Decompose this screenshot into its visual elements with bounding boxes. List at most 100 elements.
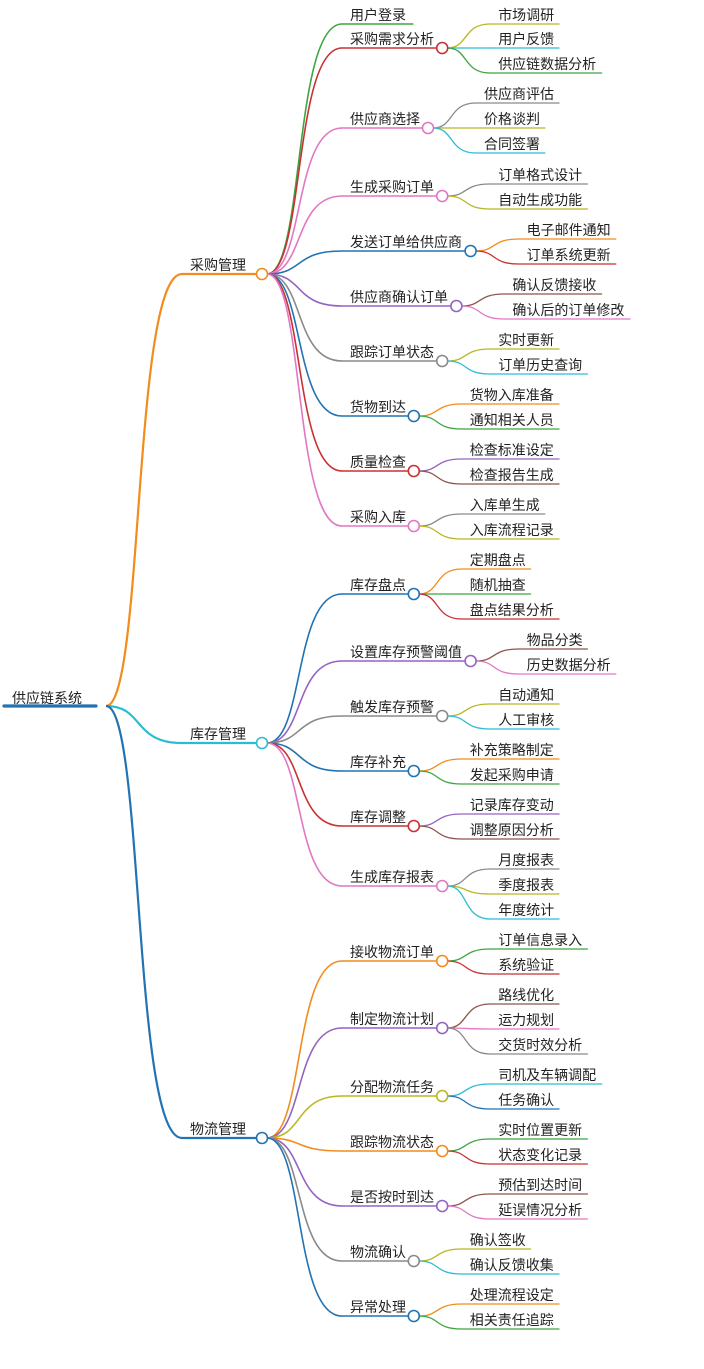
topic-toggle-node[interactable]: [435, 954, 449, 968]
topic-toggle-node[interactable]: [435, 1021, 449, 1035]
topic-connector: [266, 715, 343, 744]
subtopic-connector: [447, 195, 491, 210]
subtopic-label: 处理流程设定: [470, 1288, 554, 1304]
subtopic-label: 用户反馈: [498, 31, 554, 48]
subtopic-label: 随机抽查: [470, 578, 526, 594]
topic-toggle-node[interactable]: [407, 1309, 421, 1323]
topic-label: 跟踪订单状态: [350, 345, 434, 361]
subtopic-label: 通知相关人员: [470, 412, 554, 429]
topic-connector: [266, 273, 343, 307]
topic-label: 库存盘点: [350, 577, 406, 594]
subtopic-label: 交货时效分析: [498, 1037, 582, 1054]
subtopic-label: 定期盘点: [470, 552, 526, 569]
subtopic-label: 延误情况分析: [498, 1203, 582, 1219]
topic-toggle-node[interactable]: [435, 709, 449, 723]
subtopic-connector: [418, 813, 462, 827]
subtopic-label: 运力规划: [498, 1013, 554, 1029]
subtopic-label: 状态变化记录: [498, 1148, 582, 1164]
subtopic-label: 确认后的订单修改: [512, 303, 624, 319]
subtopic-label: 市场调研: [498, 7, 554, 24]
topic-connector: [266, 195, 343, 275]
topic-toggle-node[interactable]: [435, 189, 449, 203]
topic-connector: [266, 1095, 343, 1139]
branch-label: 采购管理: [190, 258, 246, 274]
topic-label: 发送订单给供应商: [350, 234, 462, 251]
branch-connector: [105, 704, 183, 745]
subtopic-connector: [475, 660, 519, 675]
topic-toggle-node[interactable]: [435, 41, 449, 55]
subtopic-connector: [418, 470, 462, 485]
topic-toggle-node[interactable]: [464, 244, 477, 258]
topic-toggle-node[interactable]: [407, 764, 421, 778]
subtopic-label: 自动通知: [498, 687, 554, 704]
topic-label: 库存调整: [350, 810, 406, 826]
topic-label: 质量检查: [350, 455, 406, 471]
topic-toggle-node[interactable]: [407, 519, 421, 533]
subtopic-label: 电子邮件通知: [527, 222, 611, 239]
subtopic-label: 相关责任追踪: [470, 1313, 554, 1329]
subtopic-connector: [447, 1083, 491, 1097]
branch-toggle-node[interactable]: [255, 267, 269, 281]
subtopic-label: 供应商评估: [484, 86, 554, 103]
topic-connector: [266, 1137, 343, 1152]
topic-label: 供应商确认订单: [350, 289, 448, 306]
subtopic-label: 司机及车辆调配: [498, 1067, 596, 1084]
branch-connector: [105, 704, 183, 1140]
subtopic-label: 入库单生成: [470, 498, 540, 514]
topic-label: 用户登录: [350, 7, 406, 24]
subtopic-connector: [432, 102, 477, 129]
subtopic-connector: [418, 1315, 462, 1330]
subtopic-label: 盘点结果分析: [470, 602, 554, 619]
topic-connector: [266, 250, 343, 275]
subtopic-connector: [447, 1205, 491, 1220]
topic-toggle-node[interactable]: [435, 1089, 449, 1103]
topic-toggle-node[interactable]: [435, 1144, 449, 1158]
subtopic-label: 订单格式设计: [498, 168, 582, 184]
subtopic-label: 供应链数据分析: [498, 56, 596, 73]
topic-toggle-node[interactable]: [407, 1254, 421, 1268]
topic-connector: [266, 1027, 343, 1139]
topic-label: 接收物流订单: [350, 944, 434, 961]
subtopic-connector: [447, 348, 491, 362]
branch-toggle-node[interactable]: [255, 1131, 269, 1145]
topic-toggle-node[interactable]: [435, 354, 449, 368]
subtopic-connector: [461, 305, 505, 320]
subtopic-connector: [447, 1138, 491, 1152]
subtopic-connector: [447, 360, 491, 375]
subtopic-connector: [475, 250, 519, 265]
label-layer: 供应链系统采购管理用户登录采购需求分析市场调研用户反馈供应链数据分析供应商选择供…: [12, 7, 624, 1329]
topic-toggle-node[interactable]: [407, 464, 421, 478]
topic-connector: [266, 1137, 343, 1262]
subtopic-label: 系统验证: [498, 958, 554, 974]
topic-label: 跟踪物流状态: [350, 1135, 434, 1151]
subtopic-connector: [418, 403, 462, 417]
branch-label: 库存管理: [190, 727, 246, 743]
topic-toggle-node[interactable]: [435, 1199, 449, 1213]
subtopic-connector: [447, 23, 491, 49]
subtopic-connector: [447, 948, 491, 962]
subtopic-connector: [447, 715, 491, 730]
topic-label: 是否按时到达: [350, 1190, 434, 1206]
subtopic-label: 合同签署: [484, 136, 540, 153]
subtopic-connector: [447, 47, 491, 74]
topic-toggle-node[interactable]: [421, 121, 435, 135]
topic-toggle-node[interactable]: [450, 299, 463, 313]
topic-connector: [266, 1137, 343, 1317]
topic-toggle-node[interactable]: [435, 879, 449, 893]
topic-toggle-node[interactable]: [407, 409, 421, 423]
topic-toggle-node[interactable]: [464, 654, 477, 668]
subtopic-connector: [418, 1248, 462, 1262]
subtopic-connector: [432, 127, 477, 154]
subtopic-label: 订单信息录入: [498, 932, 582, 949]
topic-label: 生成采购订单: [350, 180, 434, 196]
topic-toggle-node[interactable]: [407, 819, 421, 833]
branch-toggle-node[interactable]: [255, 736, 269, 750]
subtopic-label: 人工审核: [498, 713, 554, 729]
topic-connector: [266, 273, 343, 527]
topic-connector: [266, 742, 343, 827]
subtopic-connector: [447, 1095, 491, 1110]
topic-connector: [266, 660, 343, 744]
subtopic-label: 实时位置更新: [498, 1123, 582, 1139]
topic-toggle-node[interactable]: [407, 587, 421, 601]
